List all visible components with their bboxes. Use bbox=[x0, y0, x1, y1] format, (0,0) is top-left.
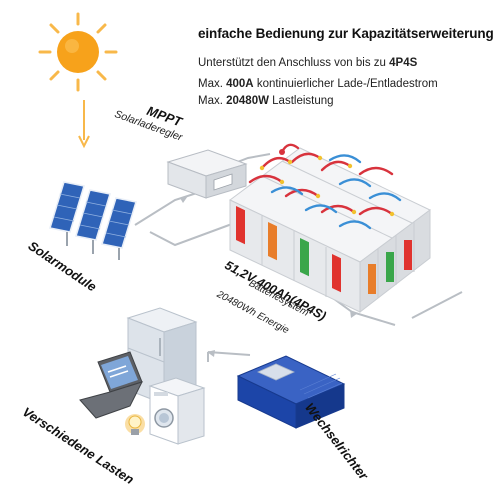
feature-text: Max. bbox=[198, 95, 226, 107]
feature-text: Unterstützt den Anschluss von bis zu bbox=[198, 57, 389, 69]
feature-line-3: Max. 20480W Lastleistung bbox=[198, 95, 334, 107]
positive-terminal-icon bbox=[279, 149, 285, 155]
feature-highlight: 4P4S bbox=[389, 57, 417, 69]
sun-icon bbox=[40, 14, 116, 90]
heading: einfache Bedienung zur Kapazitätserweite… bbox=[198, 26, 494, 41]
feature-line-1: Unterstützt den Anschluss von bis zu 4P4… bbox=[198, 57, 417, 69]
feature-highlight: 20480W bbox=[226, 95, 269, 107]
washing-machine bbox=[150, 378, 204, 444]
feature-text: kontinuierlicher Lade-/Entladestrom bbox=[254, 78, 438, 90]
laptop bbox=[80, 352, 142, 418]
solar-panel bbox=[102, 198, 136, 260]
mppt-controller bbox=[168, 150, 246, 198]
feature-highlight: 400A bbox=[226, 78, 254, 90]
feature-text: Max. bbox=[198, 78, 226, 90]
solar-panels bbox=[50, 182, 136, 260]
feature-line-2: Max. 400A kontinuierlicher Lade-/Entlade… bbox=[198, 78, 438, 90]
feature-text: Lastleistung bbox=[269, 95, 334, 107]
light-bulb-icon bbox=[125, 414, 145, 435]
